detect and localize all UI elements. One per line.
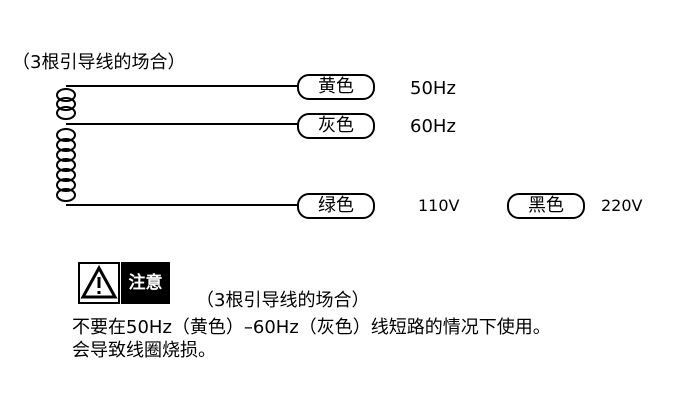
caution-label: 注意	[121, 262, 170, 304]
freq-50hz: 50Hz	[410, 78, 456, 99]
wire-label-yellow-text: 黄色	[318, 76, 354, 97]
voltage-220v: 220V	[601, 196, 643, 215]
wire-label-black-text: 黑色	[528, 195, 564, 216]
freq-60hz: 60Hz	[410, 116, 456, 137]
coil-loops	[56, 88, 76, 202]
wire-label-yellow: 黄色	[297, 74, 375, 100]
diagram-title: （3根引导线的场合）	[12, 52, 186, 73]
warning-line-1: 不要在50Hz（黄色）–60Hz（灰色）线短路的情况下使用。	[72, 317, 551, 338]
warning-triangle-icon	[78, 262, 120, 304]
caution-badge: 注意	[78, 262, 170, 304]
wire-label-green: 绿色	[297, 193, 375, 219]
wire-label-green-text: 绿色	[318, 195, 354, 216]
warning-subtitle: （3根引导线的场合）	[196, 290, 370, 311]
warning-line-2: 会导致线圈烧损。	[72, 340, 216, 361]
wire-label-gray: 灰色	[297, 113, 375, 139]
voltage-110v: 110V	[418, 196, 460, 215]
wire-label-black: 黑色	[507, 193, 585, 219]
wire-label-gray-text: 灰色	[318, 115, 354, 136]
